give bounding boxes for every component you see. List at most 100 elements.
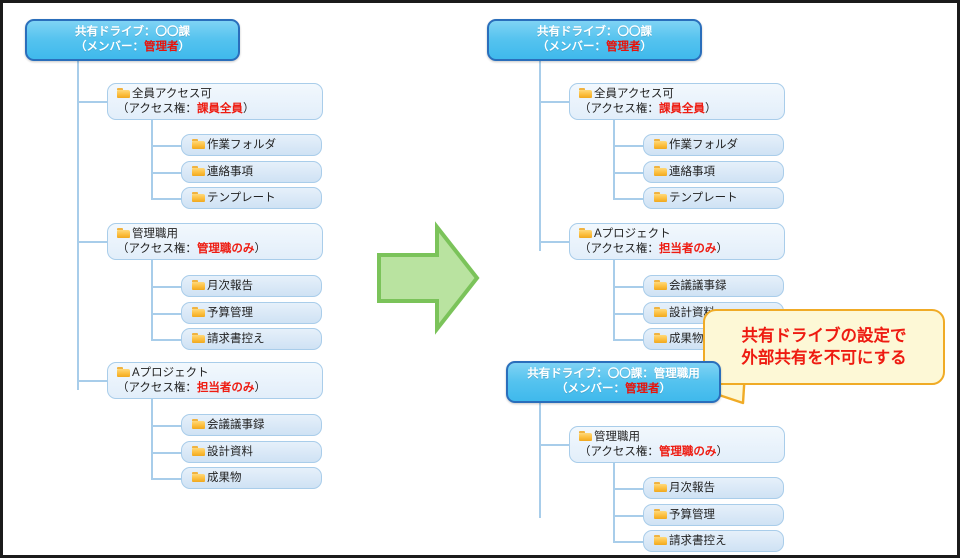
- folder-icon: [192, 332, 205, 343]
- connector-leaf: [151, 478, 181, 480]
- node-title: 連絡事項: [654, 165, 773, 180]
- after-leaf-node[interactable]: 月次報告: [643, 477, 784, 499]
- callout-line-2: 外部共有を不可にする: [741, 349, 907, 367]
- before-leaf-node[interactable]: 連絡事項: [181, 161, 322, 183]
- node-subtitle: （メンバー：管理者）: [556, 383, 671, 395]
- folder-icon: [192, 165, 205, 176]
- folder-icon: [654, 165, 667, 176]
- before-leaf-node[interactable]: 予算管理: [181, 302, 322, 324]
- node-title: 連絡事項: [192, 165, 311, 180]
- after-group-node[interactable]: 管理職用 （アクセス権：管理職のみ）: [569, 426, 785, 463]
- node-title: 全員アクセス可: [117, 87, 312, 102]
- connector-leaf: [613, 145, 643, 147]
- connector-branch: [77, 241, 107, 243]
- node-title: テンプレート: [192, 191, 311, 206]
- node-title: 請求書控え: [654, 534, 773, 549]
- connector-subtrunk: [613, 257, 615, 339]
- connector-leaf: [613, 339, 643, 341]
- after-group-node[interactable]: 全員アクセス可 （アクセス権：課員全員）: [569, 83, 785, 120]
- folder-icon: [654, 481, 667, 492]
- after-root-node-management[interactable]: 共有ドライブ：〇〇課：管理職用 （メンバー：管理者）: [506, 361, 721, 403]
- folder-icon: [654, 508, 667, 519]
- before-group-node[interactable]: 管理職用 （アクセス権：管理職のみ）: [107, 223, 323, 260]
- node-title: 月次報告: [654, 481, 773, 496]
- node-title: 設計資料: [192, 445, 311, 460]
- folder-icon: [654, 332, 667, 343]
- node-permission: （アクセス権：担当者のみ）: [117, 381, 266, 394]
- node-title: 成果物: [654, 332, 773, 347]
- before-leaf-node[interactable]: 会議議事録: [181, 414, 322, 436]
- node-title: Aプロジェクト: [579, 227, 774, 242]
- after-leaf-node[interactable]: 作業フォルダ: [643, 134, 784, 156]
- after-leaf-node[interactable]: 連絡事項: [643, 161, 784, 183]
- connector-leaf: [613, 313, 643, 315]
- connector-trunk: [77, 60, 79, 390]
- connector-trunk: [539, 60, 541, 251]
- callout-line-1: 共有ドライブの設定で: [741, 326, 907, 345]
- connector-branch: [539, 241, 569, 243]
- after-root-node[interactable]: 共有ドライブ：〇〇課 （メンバー：管理者）: [487, 19, 702, 61]
- folder-icon: [117, 87, 130, 98]
- folder-icon: [654, 191, 667, 202]
- connector-subtrunk: [151, 396, 153, 478]
- node-title: 共有ドライブ：〇〇課: [537, 26, 652, 39]
- node-title: 予算管理: [654, 508, 773, 523]
- before-leaf-node[interactable]: 月次報告: [181, 275, 322, 297]
- node-permission: （アクセス権：課員全員）: [579, 102, 717, 115]
- connector-leaf: [151, 313, 181, 315]
- connector-subtrunk: [613, 117, 615, 199]
- node-subtitle: （メンバー：管理者）: [537, 41, 652, 53]
- before-leaf-node[interactable]: 作業フォルダ: [181, 134, 322, 156]
- connector-leaf: [151, 145, 181, 147]
- folder-icon: [654, 279, 667, 290]
- after-leaf-node[interactable]: 請求書控え: [643, 530, 784, 552]
- node-title: 月次報告: [192, 279, 311, 294]
- node-title: Aプロジェクト: [117, 366, 312, 381]
- node-permission: （アクセス権：管理職のみ）: [579, 445, 728, 458]
- after-group-node[interactable]: Aプロジェクト （アクセス権：担当者のみ）: [569, 223, 785, 260]
- after-leaf-node[interactable]: テンプレート: [643, 187, 784, 209]
- before-root-node[interactable]: 共有ドライブ：〇〇課 （メンバー：管理者）: [25, 19, 240, 61]
- node-permission: （アクセス権：管理職のみ）: [117, 242, 266, 255]
- before-leaf-node[interactable]: 請求書控え: [181, 328, 322, 350]
- folder-icon: [654, 534, 667, 545]
- node-title: 請求書控え: [192, 332, 311, 347]
- connector-trunk: [539, 403, 541, 518]
- node-permission: （アクセス権：担当者のみ）: [579, 242, 728, 255]
- before-leaf-node[interactable]: テンプレート: [181, 187, 322, 209]
- before-leaf-node[interactable]: 設計資料: [181, 441, 322, 463]
- node-title: 共有ドライブ：〇〇課: [75, 26, 190, 39]
- folder-icon: [192, 471, 205, 482]
- node-title: 管理職用: [117, 227, 312, 242]
- connector-branch: [77, 380, 107, 382]
- connector-leaf: [151, 452, 181, 454]
- connector-branch: [539, 444, 569, 446]
- connector-branch: [77, 101, 107, 103]
- before-leaf-node[interactable]: 成果物: [181, 467, 322, 489]
- folder-icon: [192, 191, 205, 202]
- connector-leaf: [151, 425, 181, 427]
- folder-icon: [117, 227, 130, 238]
- node-title: 会議議事録: [192, 418, 311, 433]
- after-leaf-node[interactable]: 会議議事録: [643, 275, 784, 297]
- folder-icon: [579, 87, 592, 98]
- folder-icon: [654, 306, 667, 317]
- folder-icon: [654, 138, 667, 149]
- before-group-node[interactable]: 全員アクセス可 （アクセス権：課員全員）: [107, 83, 323, 120]
- node-subtitle: （メンバー：管理者）: [75, 41, 190, 53]
- node-permission: （アクセス権：課員全員）: [117, 102, 255, 115]
- connector-leaf: [151, 198, 181, 200]
- node-title: 全員アクセス可: [579, 87, 774, 102]
- connector-leaf: [613, 198, 643, 200]
- folder-icon: [192, 418, 205, 429]
- node-title: 管理職用: [579, 430, 774, 445]
- node-title: 共有ドライブ：〇〇課：管理職用: [527, 368, 700, 381]
- folder-icon: [579, 430, 592, 441]
- node-title: 会議議事録: [654, 279, 773, 294]
- folder-icon: [192, 306, 205, 317]
- after-leaf-node[interactable]: 予算管理: [643, 504, 784, 526]
- connector-leaf: [613, 286, 643, 288]
- node-title: 予算管理: [192, 306, 311, 321]
- before-group-node[interactable]: Aプロジェクト （アクセス権：担当者のみ）: [107, 362, 323, 399]
